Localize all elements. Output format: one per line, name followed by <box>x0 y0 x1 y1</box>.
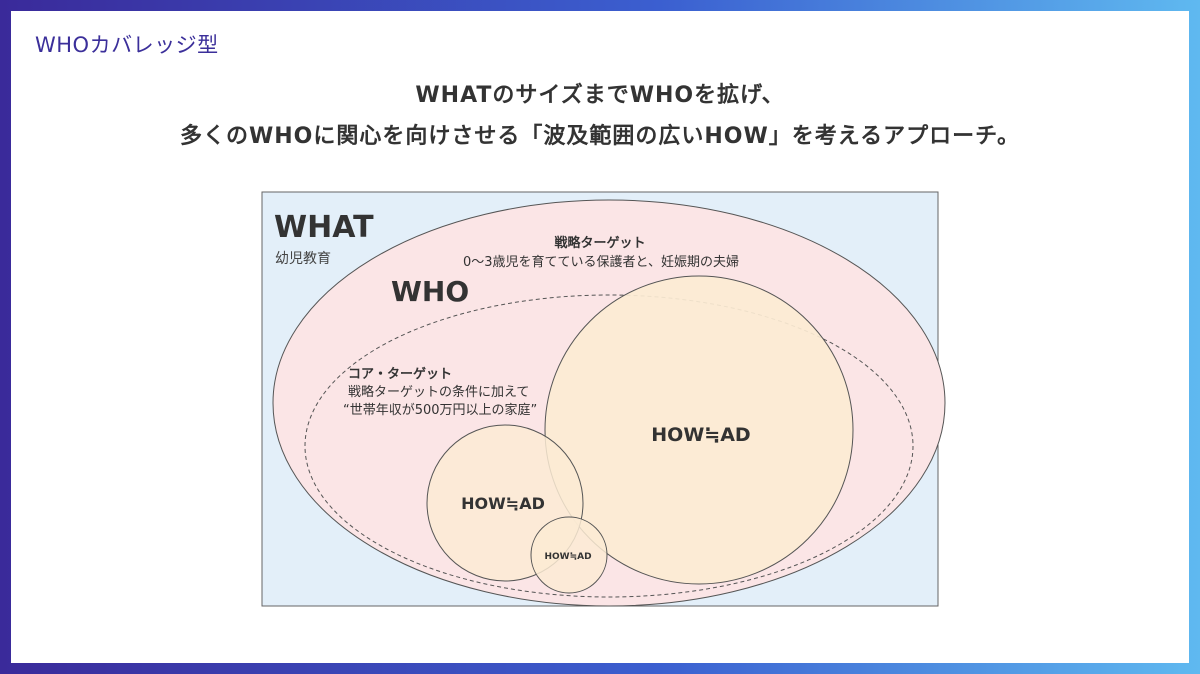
how-medium-label: HOW≒AD <box>461 494 545 513</box>
what-label: WHAT <box>274 210 374 245</box>
slide-title: WHOカバレッジ型 <box>35 33 219 57</box>
how-small-label: HOW≒AD <box>544 552 591 562</box>
core-target-title: コア・ターゲット <box>348 366 452 382</box>
core-target-ellipse <box>304 294 914 598</box>
core-target-line-1: 戦略ターゲットの条件に加えて <box>348 384 529 400</box>
how-large-circle <box>544 275 854 585</box>
headline-line-1: WHATのサイズまでWHOを拡げ、 <box>415 83 785 108</box>
who-label: WHO <box>391 275 469 308</box>
how-small-circle <box>530 516 608 594</box>
what-sublabel: 幼児教育 <box>275 251 331 267</box>
core-target-line-2: “世帯年収が500万円以上の家庭” <box>343 402 537 418</box>
how-large-label: HOW≒AD <box>651 424 750 446</box>
slide: WHOカバレッジ型 WHATのサイズまでWHOを拡げ、 多くのWHOに関心を向け… <box>11 11 1189 663</box>
strategic-target-description: 0〜3歳児を育てている保護者と、妊娠期の夫婦 <box>463 254 739 270</box>
strategic-target-title: 戦略ターゲット <box>554 235 645 251</box>
who-coverage-diagram: WHAT 幼児教育 戦略ターゲット 0〜3歳児を育てている保護者と、妊娠期の夫婦… <box>261 191 946 607</box>
headline-line-2: 多くのWHOに関心を向けさせる「波及範囲の広いHOW」を考えるアプローチ。 <box>179 124 1020 149</box>
